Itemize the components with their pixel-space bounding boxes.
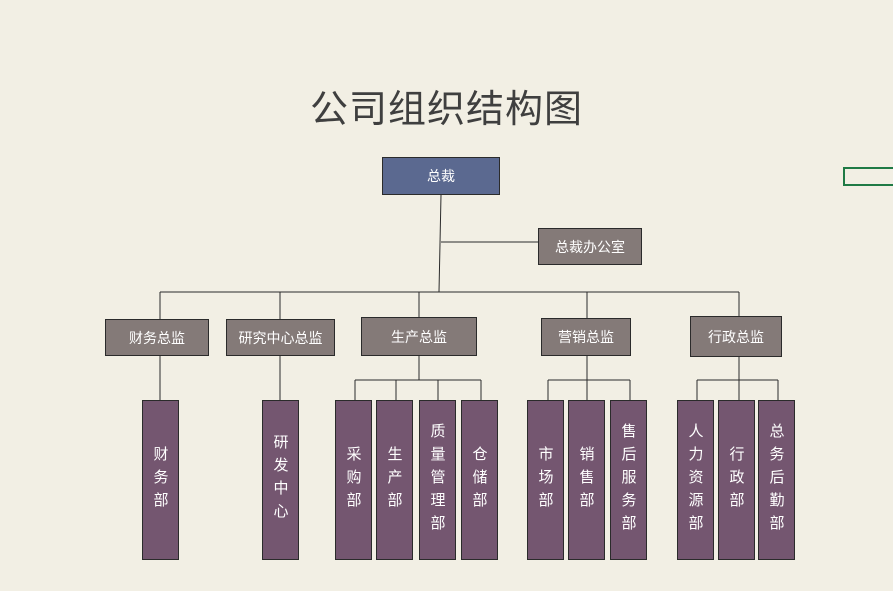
director-box-marketing[interactable]: 营销总监 — [541, 318, 631, 356]
department-box-general-affairs[interactable]: 总务后勤部 — [758, 400, 795, 560]
department-box-procurement[interactable]: 采购部 — [335, 400, 372, 560]
department-box-hr[interactable]: 人力资源部 — [677, 400, 714, 560]
department-box-admin[interactable]: 行政部 — [718, 400, 755, 560]
department-box-warehouse[interactable]: 仓储部 — [461, 400, 498, 560]
ceo-box[interactable]: 总裁 — [382, 157, 500, 195]
director-box-production[interactable]: 生产总监 — [361, 317, 477, 356]
director-box-finance[interactable]: 财务总监 — [105, 319, 209, 356]
department-box-finance[interactable]: 财务部 — [142, 400, 179, 560]
department-box-sales[interactable]: 销售部 — [568, 400, 605, 560]
director-box-research[interactable]: 研究中心总监 — [226, 319, 335, 356]
department-box-rnd[interactable]: 研发中心 — [262, 400, 299, 560]
department-box-quality[interactable]: 质量管理部 — [419, 400, 456, 560]
selected-cell[interactable] — [843, 167, 893, 186]
office-box[interactable]: 总裁办公室 — [538, 228, 642, 265]
chart-title: 公司组织结构图 — [309, 87, 583, 131]
department-box-market[interactable]: 市场部 — [527, 400, 564, 560]
department-box-after-sales[interactable]: 售后服务部 — [610, 400, 647, 560]
connector-line — [438, 194, 442, 293]
director-box-admin[interactable]: 行政总监 — [690, 316, 782, 357]
department-box-production[interactable]: 生产部 — [376, 400, 413, 560]
